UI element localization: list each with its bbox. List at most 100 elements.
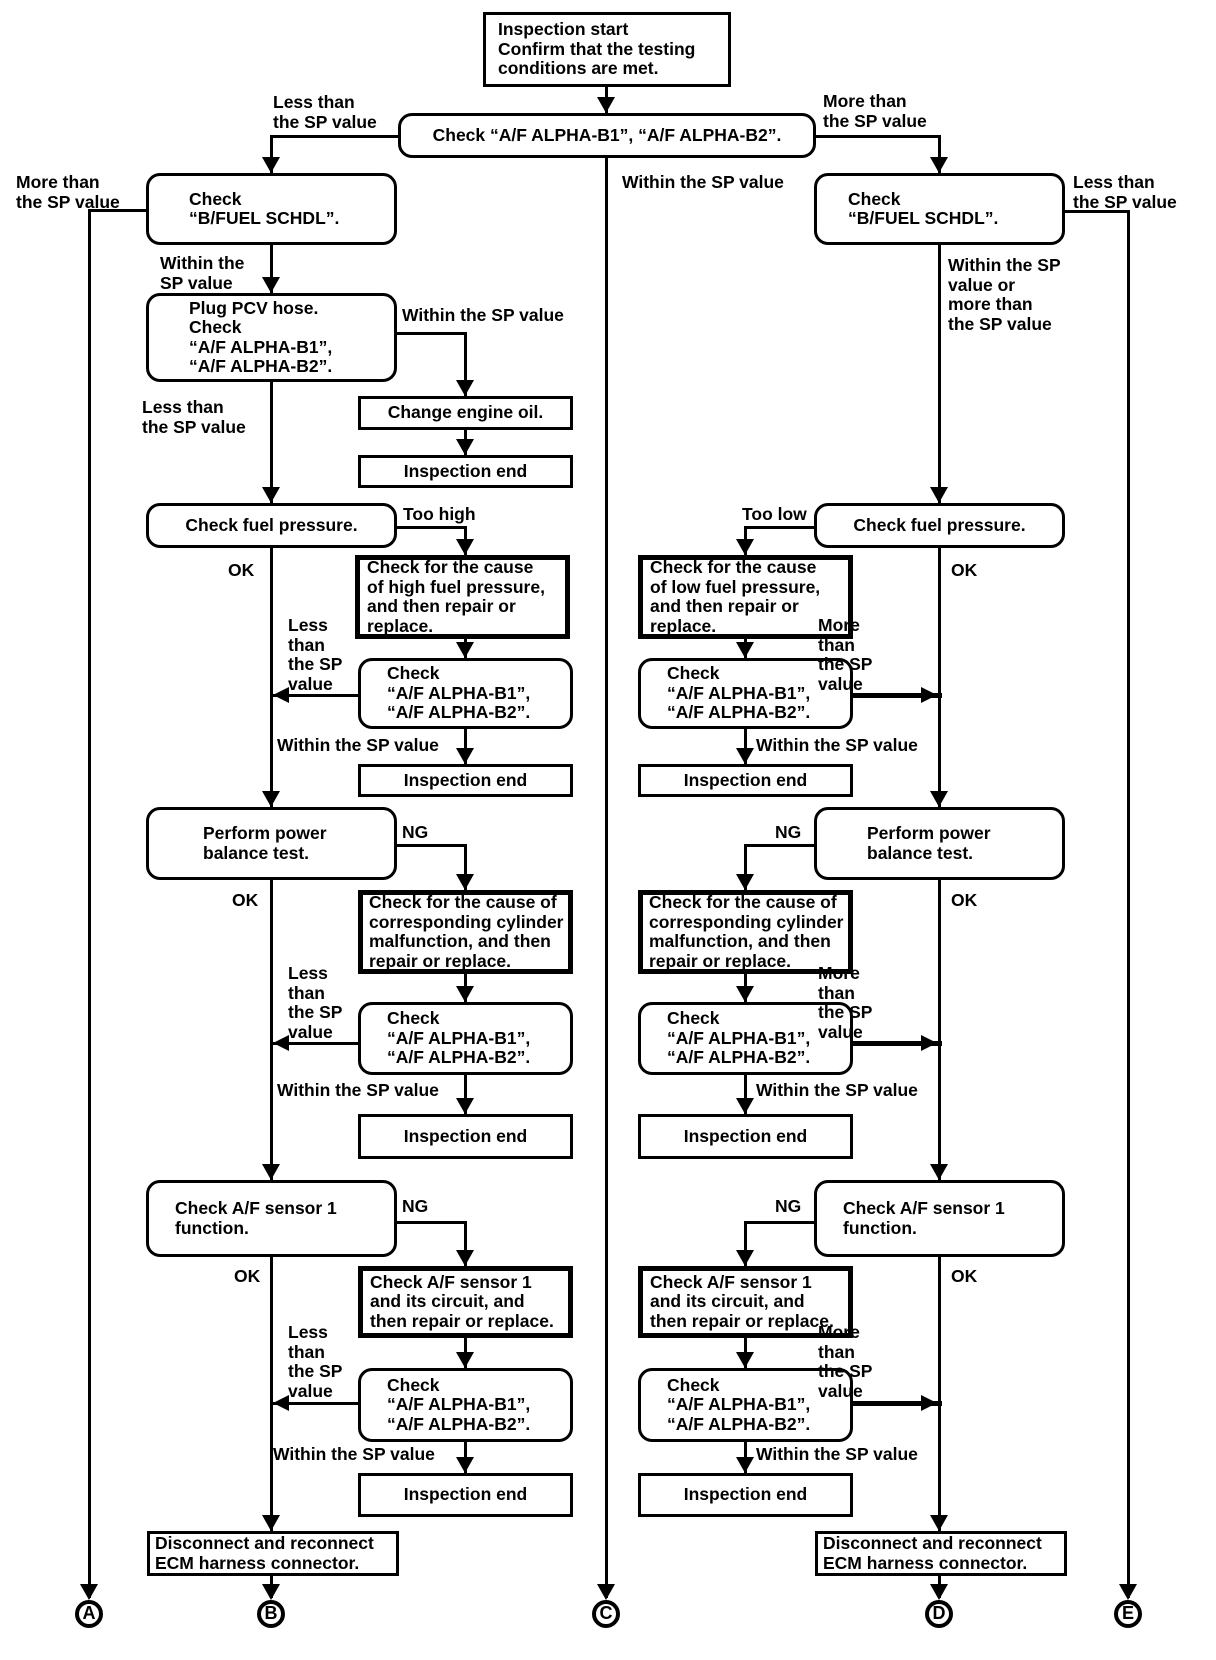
edge-label-line: Less — [288, 1322, 328, 1342]
arrowhead — [456, 1352, 474, 1368]
node-inspection-end-fuel-left: Inspection end — [358, 764, 573, 797]
edge-label-line: NG — [775, 822, 802, 842]
edge-label-line: NG — [775, 1196, 802, 1216]
arrowhead — [921, 687, 937, 703]
edge-label-line: more than — [948, 294, 1033, 314]
connector-line — [463, 845, 467, 890]
node-inspection-end-power-left: Inspection end — [358, 1114, 573, 1159]
node-inspection-end-oil: Inspection end — [358, 455, 573, 488]
edge-label-line: SP value — [160, 272, 233, 293]
node-text-line: “A/F ALPHA-B1”, — [387, 1027, 531, 1048]
edge-label-line: NG — [402, 1196, 429, 1216]
edge-label-ng-power-left: NG — [402, 822, 428, 843]
node-text: Check fuel pressure. — [149, 515, 394, 536]
edge-label-within-sp-sensor-left: Within the SP value — [273, 1444, 435, 1465]
connector-line — [937, 1257, 941, 1531]
node-text: Inspection end — [361, 1126, 570, 1147]
connector-line — [743, 525, 816, 529]
edge-label-line: Within the SP — [948, 255, 1061, 275]
node-text-line: “A/F ALPHA-B2”. — [189, 356, 333, 376]
node-text-line: function. — [843, 1217, 917, 1238]
node-check-af-alpha-power-right: Check“A/F ALPHA-B1”,“A/F ALPHA-B2”. — [638, 1002, 853, 1075]
edge-label-line: Less than — [273, 92, 355, 112]
connector-line — [269, 245, 273, 293]
connector-line — [270, 1041, 360, 1045]
connector-line — [743, 729, 747, 764]
arrowhead — [736, 1098, 754, 1114]
node-text-line: Inspection end — [683, 1125, 808, 1146]
node-text-line: “A/F ALPHA-B2”. — [387, 702, 531, 723]
node-text: Check fuel pressure. — [817, 515, 1062, 536]
node-check-fuel-pressure-left: Check fuel pressure. — [146, 503, 397, 548]
node-text-line: Check — [189, 317, 242, 337]
connector-line — [269, 382, 273, 503]
arrowhead — [273, 1035, 289, 1051]
edge-label-line: Within the SP value — [756, 1080, 918, 1100]
arrowhead — [456, 874, 474, 890]
edge-label-within-sp-oil: Within the SP value — [402, 305, 564, 326]
node-text-line: Inspection end — [683, 769, 808, 790]
node-text-line: repair or replace. — [649, 950, 792, 971]
edge-label-line: More — [818, 615, 860, 635]
arrowhead — [736, 1352, 754, 1368]
node-text-line: Inspection end — [403, 769, 528, 790]
edge-label-line: Within the SP value — [273, 1444, 435, 1464]
connector-line — [395, 331, 467, 335]
node-text-line: “A/F ALPHA-B1”, — [667, 682, 811, 703]
node-text: Check“A/F ALPHA-B1”,“A/F ALPHA-B2”. — [361, 664, 570, 723]
node-text-line: “A/F ALPHA-B2”. — [667, 702, 811, 723]
node-text-line: “A/F ALPHA-B1”, — [667, 1394, 811, 1415]
node-text-line: corresponding cylinder — [369, 911, 564, 932]
connector-letter: A — [82, 1603, 96, 1624]
arrowhead — [456, 1457, 474, 1473]
edge-label-line: the SP — [288, 1002, 343, 1022]
arrowhead — [1119, 1584, 1137, 1600]
node-text-line: replace. — [367, 615, 434, 636]
connector-line — [850, 692, 942, 698]
edge-label-line: than — [818, 1341, 855, 1362]
node-text-line: Perform power — [867, 823, 991, 843]
edge-label-line: Too low — [742, 504, 807, 524]
connector-line — [1063, 209, 1130, 213]
edge-label-line: OK — [951, 560, 978, 580]
edge-label-line: Too high — [403, 504, 476, 524]
edge-label-line: Less than — [1073, 172, 1155, 192]
node-text-line: and then repair or — [367, 596, 516, 616]
edge-label-line: than — [288, 982, 325, 1003]
arrowhead — [930, 1515, 948, 1531]
edge-label-line: OK — [228, 560, 255, 580]
node-text: Check“A/F ALPHA-B1”,“A/F ALPHA-B2”. — [641, 664, 850, 723]
connector-line — [270, 1401, 360, 1405]
arrowhead — [736, 539, 754, 555]
connector-line — [937, 136, 941, 173]
arrowhead — [736, 1457, 754, 1473]
arrowhead — [80, 1584, 98, 1600]
edge-label-within-sp-power-right: Within the SP value — [756, 1080, 918, 1101]
node-text: Change engine oil. — [361, 403, 570, 423]
node-text-line: Confirm that the testing — [498, 38, 696, 59]
node-text-line: “B/FUEL SCHDL”. — [189, 208, 340, 228]
node-text-line: and then repair or — [650, 596, 799, 616]
edge-label-line: Within the SP value — [277, 1080, 439, 1100]
connector-line — [743, 843, 816, 847]
edge-label-line: Less — [288, 615, 328, 635]
arrowhead — [456, 439, 474, 455]
edge-label-line: value or — [948, 274, 1016, 295]
arrowhead — [262, 1164, 280, 1180]
arrowhead — [262, 277, 280, 293]
connector-line — [604, 158, 608, 1598]
edge-label-too-low: Too low — [742, 504, 807, 525]
node-text-line: Check for the cause — [650, 557, 817, 577]
node-text: Inspection end — [361, 769, 570, 791]
node-text-line: Check for the cause of — [649, 892, 837, 912]
